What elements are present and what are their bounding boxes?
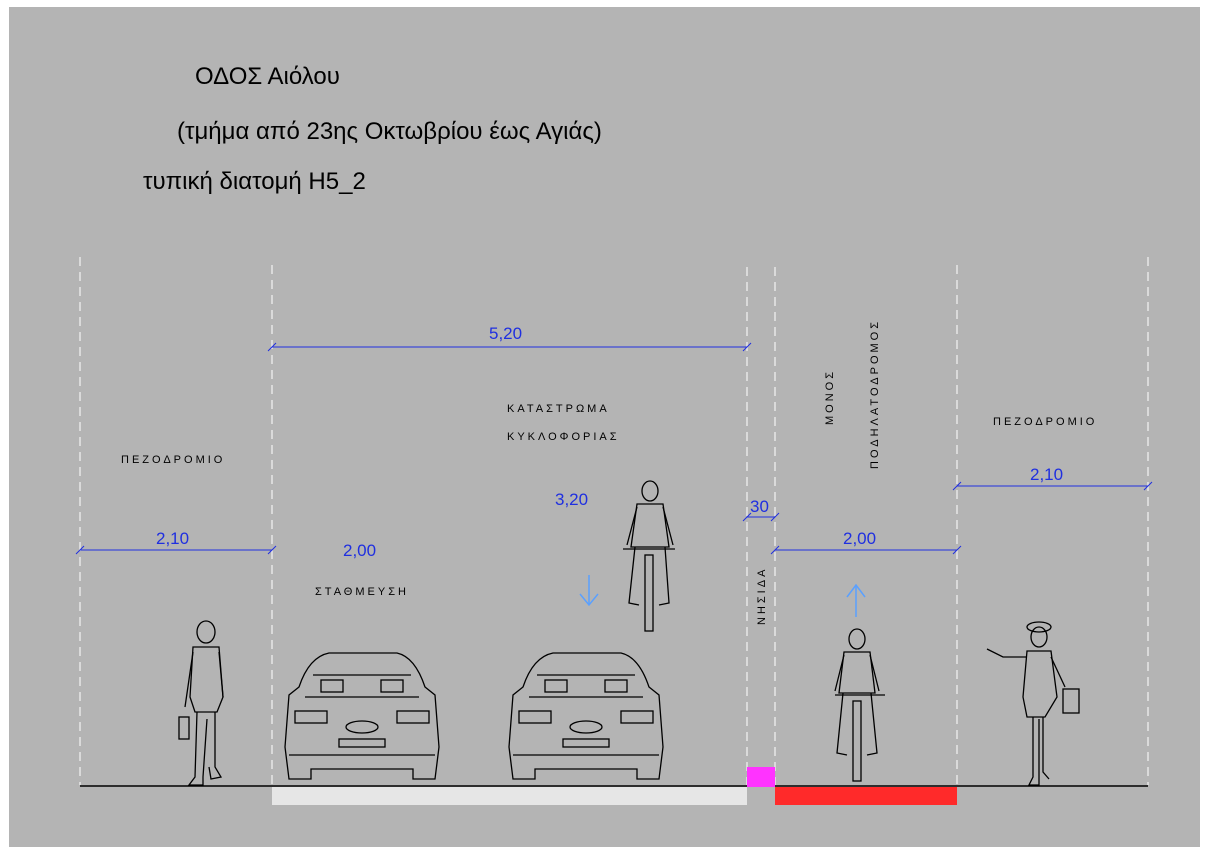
label-carriageway-2: ΚΥΚΛΟΦΟΡΙΑΣ xyxy=(507,431,620,443)
dimension-lines: 5,20 2,10 2,00 3,20 30 2,00 2,10 xyxy=(75,324,1153,560)
bike-lane-surface xyxy=(775,787,957,805)
label-island: ΝΗΣΙΔΑ xyxy=(756,567,768,625)
moving-car-icon xyxy=(508,652,664,780)
drawing-canvas: ΟΔΟΣ Αιόλου (τμήμα από 23ης Οκτωβρίου έω… xyxy=(9,7,1200,847)
cyclist-bike-lane-icon xyxy=(834,628,885,782)
title-section-range: (τμήμα από 23ης Οκτωβρίου έως Αγιάς) xyxy=(177,118,602,145)
guide-lines xyxy=(79,257,1149,785)
dim-carriageway: 5,20 xyxy=(489,324,522,343)
title-street: ΟΔΟΣ Αιόλου xyxy=(195,63,340,90)
label-right-sidewalk: ΠΕΖΟΔΡΟΜΙΟ xyxy=(993,416,1097,428)
label-parking: ΣΤΑΘΜΕΥΣΗ xyxy=(315,586,409,598)
label-carriageway-1: ΚΑΤΑΣΤΡΩΜΑ xyxy=(507,403,610,415)
cross-section-drawing: ΟΔΟΣ Αιόλου (τμήμα από 23ης Οκτωβρίου έω… xyxy=(75,63,1153,805)
dim-left-sidewalk: 2,10 xyxy=(156,529,189,548)
cyclist-lane-icon xyxy=(623,480,675,632)
dim-traffic-lane: 3,20 xyxy=(555,490,588,509)
label-bike-lane-1: ΜΟΝΟΣ xyxy=(824,369,836,425)
parked-car-icon xyxy=(284,652,440,780)
dim-island: 30 xyxy=(750,497,769,516)
island-curb xyxy=(747,767,775,787)
pedestrian-right-icon xyxy=(986,621,1080,786)
dim-bike-lane: 2,00 xyxy=(843,529,876,548)
title-typical-section: τυπική διατομή Η5_2 xyxy=(143,168,366,195)
dim-right-sidewalk: 2,10 xyxy=(1030,465,1063,484)
up-arrow-icon xyxy=(846,583,866,617)
down-arrow-icon xyxy=(579,575,599,607)
label-bike-lane-2: ΠΟΔΗΛΑΤΟΔΡΟΜΟΣ xyxy=(869,319,881,469)
pedestrian-left-icon xyxy=(178,620,224,786)
label-left-sidewalk: ΠΕΖΟΔΡΟΜΙΟ xyxy=(121,454,225,466)
road-surface xyxy=(272,787,747,805)
dim-parking: 2,00 xyxy=(343,541,376,560)
